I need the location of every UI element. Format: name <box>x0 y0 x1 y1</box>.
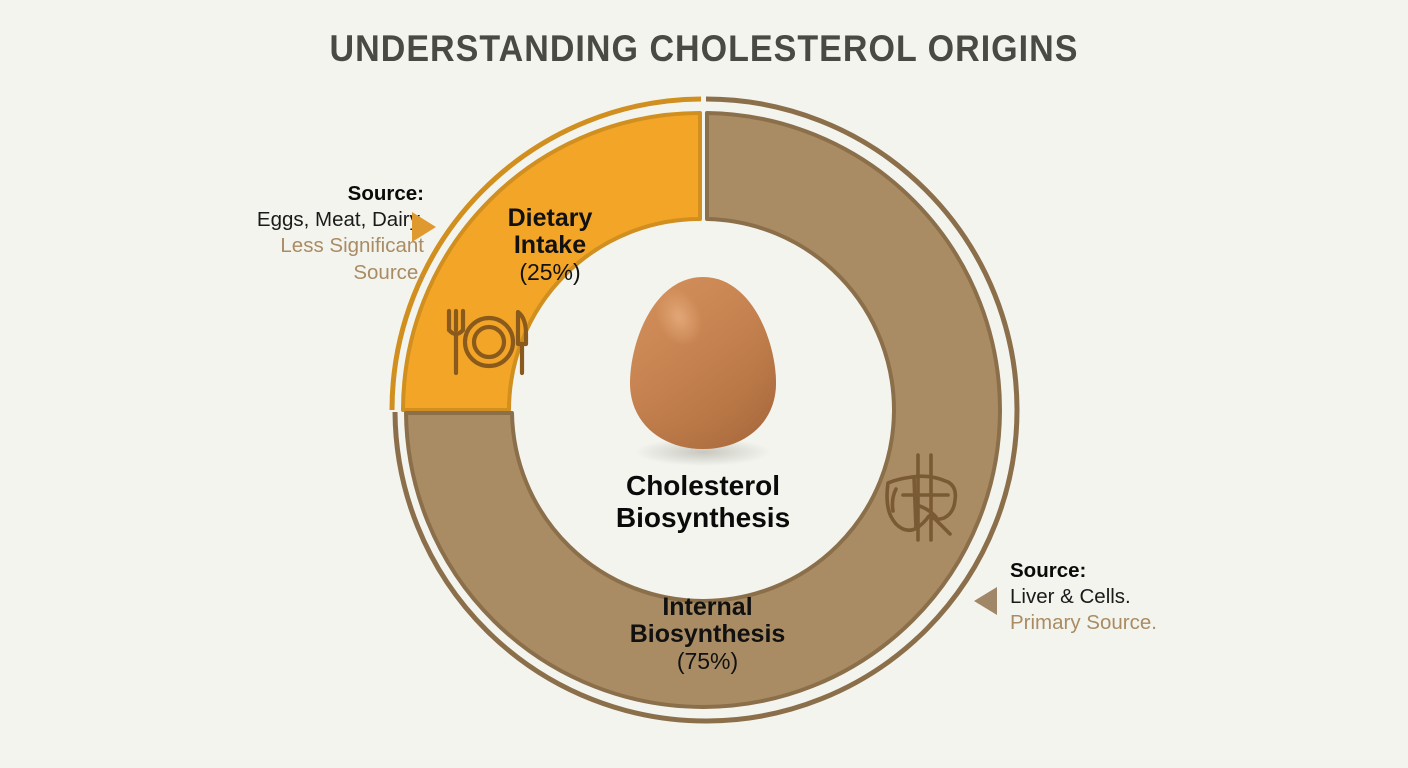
liver-icon <box>885 453 958 542</box>
cutlery-icon <box>446 308 529 376</box>
annotation-internal: Source: Liver & Cells. Primary Source. <box>1010 558 1270 637</box>
center-label: Cholesterol Biosynthesis <box>563 470 843 534</box>
slice-internal-biosynthesis[interactable] <box>404 111 1002 709</box>
annotation-left-note-line2: Source. <box>353 260 424 284</box>
pointer-triangle-left-icon <box>412 212 436 242</box>
annotation-right-note-line1: Primary Source. <box>1010 611 1157 635</box>
annotation-left-body: Eggs, Meat, Dairy. <box>256 208 424 232</box>
annotation-right-body: Liver & Cells. <box>1010 585 1131 609</box>
outer-ring-internal <box>392 96 1020 724</box>
center-label-line1: Cholesterol <box>625 470 781 501</box>
annotation-right-heading: Source: <box>1010 559 1087 582</box>
outer-ring-dietary <box>389 96 702 411</box>
annotation-left-note-line1: Less Significant <box>280 234 424 258</box>
page-title: UNDERSTANDING CHOLESTEROL ORIGINS <box>329 28 1079 69</box>
annotation-dietary: Source: Eggs, Meat, Dairy. Less Signific… <box>164 181 424 286</box>
egg-illustration <box>630 277 776 466</box>
pointer-triangle-right-icon <box>974 587 997 615</box>
center-label-line2: Biosynthesis <box>615 501 791 533</box>
annotation-left-heading: Source: <box>347 182 424 205</box>
